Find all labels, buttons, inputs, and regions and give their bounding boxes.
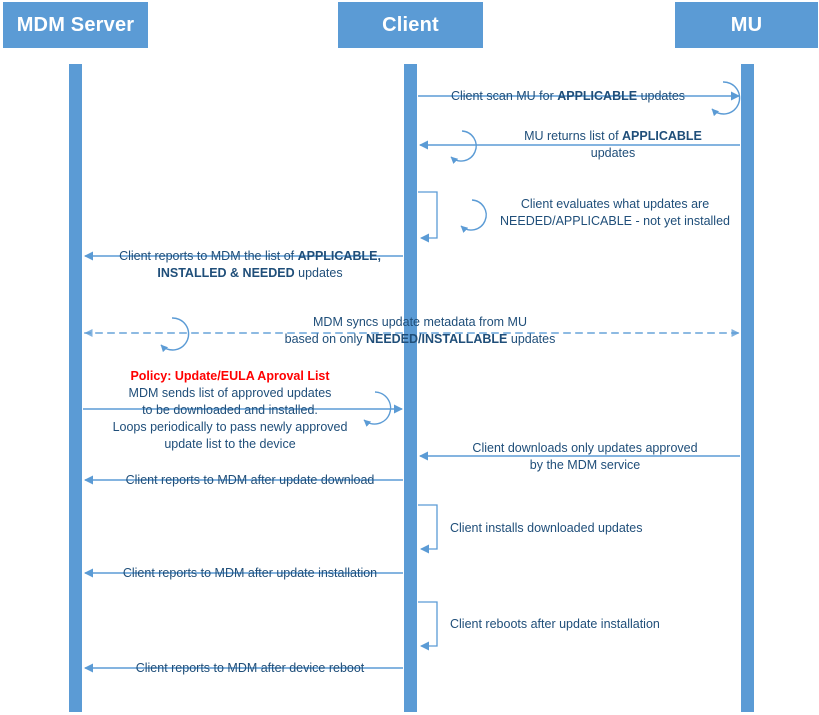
message-label-m1: Client scan MU for APPLICABLE updates: [408, 88, 728, 105]
lifeline-client: [404, 64, 417, 712]
message-label-m6: Policy: Update/EULA Aproval List MDM sen…: [100, 368, 360, 453]
lifeline-mu: [741, 64, 754, 712]
arrow-m3-self: [418, 191, 438, 243]
m7-line-1: by the MDM service: [529, 458, 641, 472]
arrow-m11-self: [418, 601, 438, 651]
message-label-m4: Client reports to MDM the list of APPLIC…: [100, 248, 400, 282]
message-label-m2: MU returns list of APPLICABLE updates: [468, 128, 758, 162]
message-label-m9: Client installs downloaded updates: [450, 520, 730, 537]
message-label-m10: Client reports to MDM after update insta…: [100, 565, 400, 582]
message-label-m8: Client reports to MDM after update downl…: [100, 472, 400, 489]
actor-label-mdm-server: MDM Server: [16, 13, 135, 36]
m6-line-0: Policy: Update/EULA Aproval List: [130, 369, 330, 383]
m1-line-0: Client scan MU for APPLICABLE updates: [450, 89, 686, 103]
m6-line-2: to be downloaded and installed.: [142, 403, 318, 417]
arrow-m9-self: [418, 504, 438, 554]
message-label-m11: Client reboots after update installation: [450, 616, 730, 633]
actor-label-mu: MU: [730, 13, 763, 36]
message-label-m3: Client evaluates what updates are NEEDED…: [470, 196, 760, 230]
actor-box-client: Client: [338, 2, 483, 48]
m3-line-1: NEEDED/APPLICABLE - not yet installed: [500, 214, 730, 228]
m4-line-0: Client reports to MDM the list of APPLIC…: [119, 249, 381, 263]
m8-line-0: Client reports to MDM after update downl…: [125, 473, 375, 487]
m7-line-0: Client downloads only updates approved: [472, 441, 698, 455]
message-label-m7: Client downloads only updates approved b…: [440, 440, 730, 474]
actor-box-mdm-server: MDM Server: [3, 2, 148, 48]
m12-line-0: Client reports to MDM after device reboo…: [135, 661, 365, 675]
m6-line-4: update list to the device: [164, 437, 296, 451]
m4-line-1: INSTALLED & NEEDED updates: [157, 266, 343, 280]
m2-line-1: updates: [590, 146, 636, 160]
m5-line-1: based on only NEEDED/INSTALLABLE updates: [284, 332, 556, 346]
message-label-m12: Client reports to MDM after device reboo…: [100, 660, 400, 677]
loop-icon-m5: [160, 317, 190, 353]
m10-line-0: Client reports to MDM after update insta…: [122, 566, 378, 580]
m3-line-0: Client evaluates what updates are: [520, 197, 710, 211]
m6-line-1: MDM sends list of approved updates: [128, 386, 332, 400]
loop-icon-m6: [363, 391, 392, 427]
m6-line-3: Loops periodically to pass newly approve…: [112, 420, 348, 434]
m5-line-0: MDM syncs update metadata from MU: [313, 315, 527, 329]
m11-line-0: Client reboots after update installation: [450, 617, 660, 631]
m2-line-0: MU returns list of APPLICABLE: [524, 129, 702, 143]
message-label-m5: MDM syncs update metadata from MU based …: [280, 314, 560, 348]
lifeline-mdm-server: [69, 64, 82, 712]
actor-box-mu: MU: [675, 2, 818, 48]
actor-label-client: Client: [382, 13, 439, 36]
m9-line-0: Client installs downloaded updates: [450, 521, 643, 535]
